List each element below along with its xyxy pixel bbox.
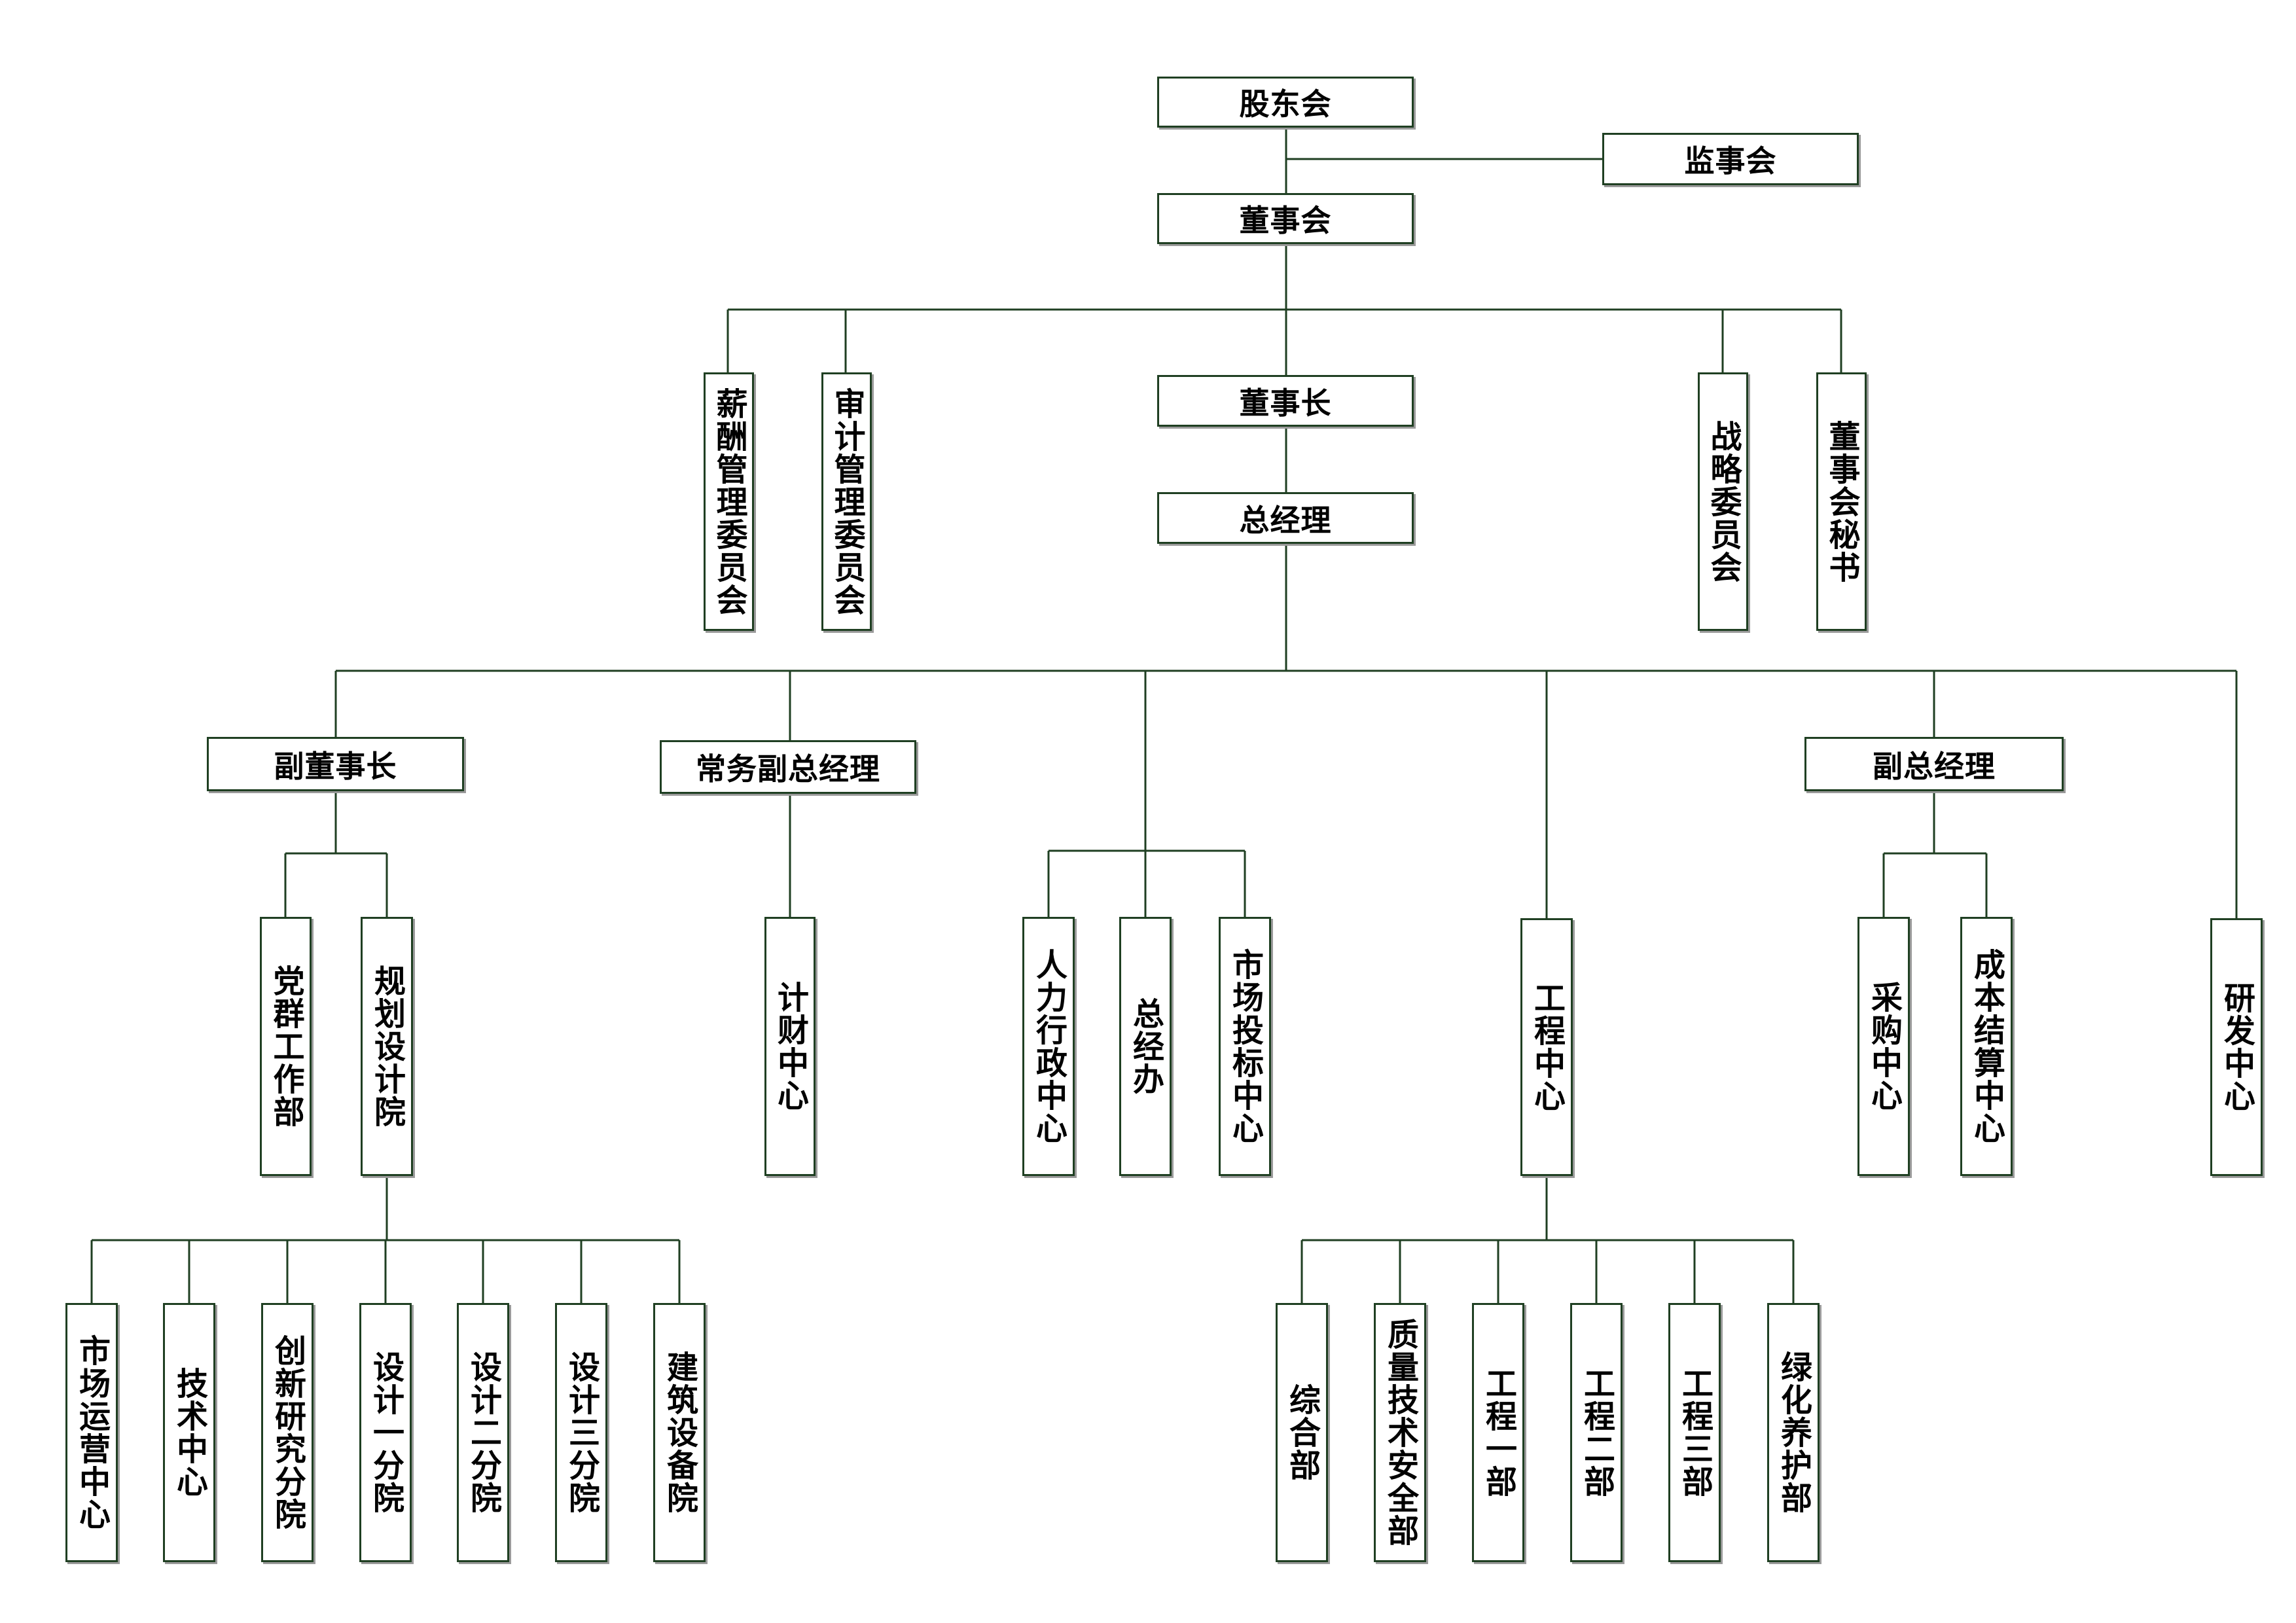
hr-admin-center-label: 人力行政中心: [1030, 948, 1067, 1145]
gm-office-label: 总经办: [1127, 997, 1164, 1096]
institute-branch-box: 建筑设备院: [653, 1303, 706, 1562]
board-secretary-label: 董事会秘书: [1823, 419, 1860, 584]
audit-committee-label: 审计管理委员会: [828, 387, 865, 616]
board-label: 董事会: [1239, 203, 1332, 238]
bidding-center-box: 市场投标中心: [1219, 917, 1271, 1176]
vice-chairman-label: 副董事长: [274, 748, 397, 784]
engineering-unit-label: 工程二部: [1578, 1367, 1615, 1498]
general-manager-label: 总经理: [1239, 502, 1332, 538]
cost-center-box: 成本结算中心: [1960, 917, 2013, 1176]
party-work-label: 党群工作部: [267, 965, 304, 1128]
engineering-unit-label: 工程三部: [1676, 1367, 1713, 1498]
institute-branch-box: 市场运营中心: [65, 1303, 118, 1562]
engineering-unit-box: 综合部: [1276, 1303, 1328, 1562]
institute-branch-box: 技术中心: [163, 1303, 215, 1562]
procurement-center-label: 采购中心: [1865, 981, 1902, 1112]
institute-branch-label: 建筑设备院: [661, 1351, 698, 1514]
institute-branch-box: 设计二分院: [457, 1303, 509, 1562]
institute-branch-label: 技术中心: [171, 1367, 207, 1498]
finance-center-label: 计财中心: [772, 981, 808, 1112]
rd-center-box: 研发中心: [2210, 918, 2263, 1176]
engineering-unit-box: 质量技术安全部: [1374, 1303, 1426, 1562]
engineering-unit-label: 质量技术安全部: [1382, 1318, 1418, 1547]
hr-admin-center-box: 人力行政中心: [1022, 917, 1075, 1176]
board-secretary-box: 董事会秘书: [1816, 372, 1867, 631]
compensation-committee-label: 薪酬管理委员会: [710, 387, 747, 616]
audit-committee-box: 审计管理委员会: [821, 372, 872, 631]
institute-branch-box: 设计三分院: [555, 1303, 607, 1562]
supervisors-box: 监事会: [1602, 133, 1859, 185]
institute-branch-label: 市场运营中心: [73, 1334, 110, 1531]
institute-branch-label: 设计二分院: [465, 1351, 501, 1514]
board-box: 董事会: [1157, 193, 1414, 244]
general-manager-box: 总经理: [1157, 492, 1414, 544]
finance-center-box: 计财中心: [764, 917, 816, 1176]
engineering-unit-label: 绿化养护部: [1775, 1351, 1812, 1514]
strategy-committee-box: 战略委员会: [1698, 372, 1748, 631]
cost-center-label: 成本结算中心: [1968, 948, 2005, 1145]
planning-institute-box: 规划设计院: [361, 917, 413, 1176]
deputy-gm-box: 副总经理: [1804, 737, 2064, 791]
engineering-unit-box: 工程一部: [1472, 1303, 1524, 1562]
procurement-center-box: 采购中心: [1857, 917, 1910, 1176]
vice-chairman-box: 副董事长: [207, 737, 464, 791]
engineering-center-box: 工程中心: [1520, 918, 1573, 1176]
engineering-unit-box: 工程三部: [1668, 1303, 1721, 1562]
engineering-center-label: 工程中心: [1528, 982, 1565, 1113]
executive-vp-label: 常务副总经理: [696, 751, 880, 787]
institute-branch-box: 创新研究分院: [261, 1303, 314, 1562]
chairman-box: 董事长: [1157, 375, 1414, 427]
executive-vp-box: 常务副总经理: [660, 740, 916, 794]
strategy-committee-label: 战略委员会: [1704, 419, 1742, 584]
engineering-unit-box: 绿化养护部: [1767, 1303, 1820, 1562]
party-work-box: 党群工作部: [260, 917, 312, 1176]
bidding-center-label: 市场投标中心: [1227, 948, 1263, 1145]
institute-branch-label: 设计三分院: [563, 1351, 600, 1514]
rd-center-label: 研发中心: [2218, 982, 2255, 1113]
chairman-label: 董事长: [1239, 385, 1332, 421]
engineering-unit-box: 工程二部: [1570, 1303, 1623, 1562]
gm-office-box: 总经办: [1119, 917, 1172, 1176]
shareholders-box: 股东会: [1157, 77, 1414, 128]
planning-institute-label: 规划设计院: [368, 965, 405, 1128]
institute-branch-label: 设计一分院: [367, 1351, 404, 1514]
engineering-unit-label: 综合部: [1283, 1383, 1320, 1482]
shareholders-label: 股东会: [1239, 86, 1332, 122]
deputy-gm-label: 副总经理: [1873, 748, 1996, 784]
compensation-committee-box: 薪酬管理委员会: [704, 372, 754, 631]
institute-branch-label: 创新研究分院: [269, 1334, 306, 1531]
supervisors-label: 监事会: [1684, 143, 1777, 179]
engineering-unit-label: 工程一部: [1480, 1367, 1516, 1498]
institute-branch-box: 设计一分院: [359, 1303, 412, 1562]
